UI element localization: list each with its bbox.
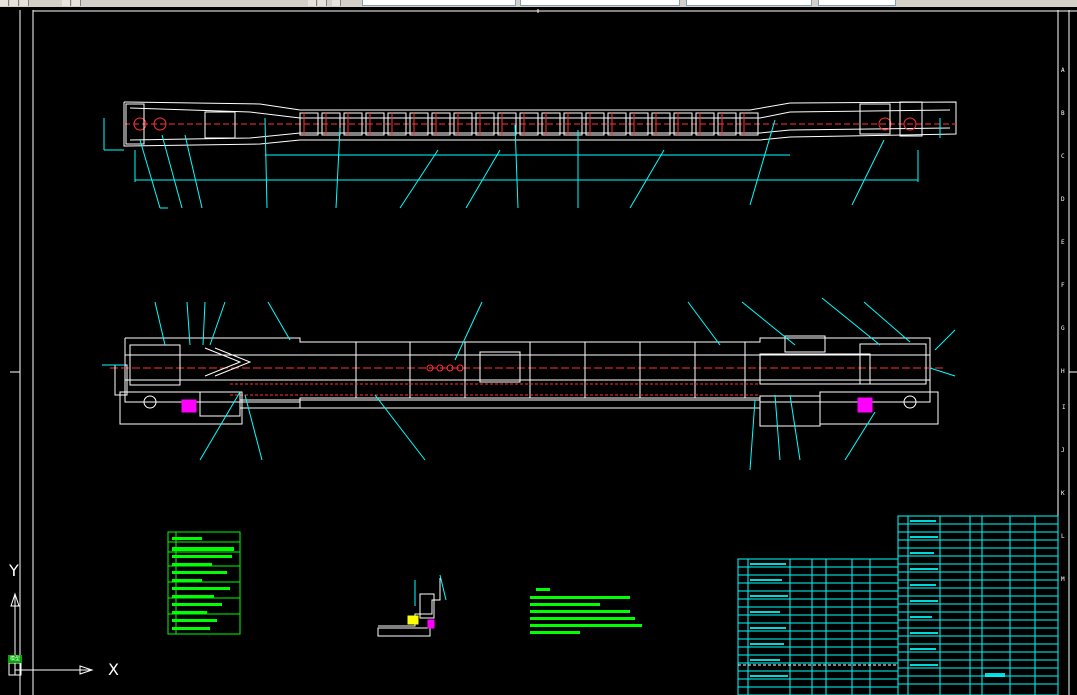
zone-label: F [1061,282,1065,289]
technical-notes [530,588,642,634]
zone-label: I [1062,404,1066,411]
conveyor-front-view [102,297,956,471]
layout-tab-model[interactable]: 模型 [8,655,22,663]
detail-view [377,574,447,637]
bom-text [750,520,1005,677]
zone-label: E [1061,239,1065,246]
ucs-x-label: X [108,660,119,679]
save-icon[interactable] [20,0,29,6]
lineweight-combo[interactable] [818,0,896,6]
zone-label: A [1061,67,1065,74]
linetype-combo[interactable] [686,0,812,6]
new-icon[interactable] [0,0,9,6]
open-icon[interactable] [10,0,19,6]
parameters-table [167,531,241,635]
bill-of-materials [737,515,1059,695]
zone-label: M [1061,576,1065,583]
match-properties-icon[interactable] [308,0,317,6]
model-space[interactable]: Y X A B C D E F G H I J K L M 模型 [0,7,1077,695]
zone-label: H [1061,368,1065,375]
zone-label: C [1061,153,1065,160]
color-combo[interactable] [520,0,680,6]
ucs-y-label: Y [9,561,19,580]
toolbar [0,0,1077,7]
print-icon[interactable] [62,0,71,6]
zone-label: B [1061,110,1065,117]
layer-combo[interactable] [362,0,516,6]
properties-icon[interactable] [332,0,341,6]
zone-label: G [1061,325,1065,332]
zone-label: K [1061,490,1065,497]
layer-icon[interactable] [318,0,327,6]
conveyor-top-view [103,101,957,209]
zone-label: J [1061,447,1065,454]
preview-icon[interactable] [72,0,81,6]
drawing-canvas[interactable] [0,7,1077,695]
zone-label: L [1061,533,1065,540]
drawing-frame [10,9,1077,695]
zone-label: D [1061,196,1065,203]
